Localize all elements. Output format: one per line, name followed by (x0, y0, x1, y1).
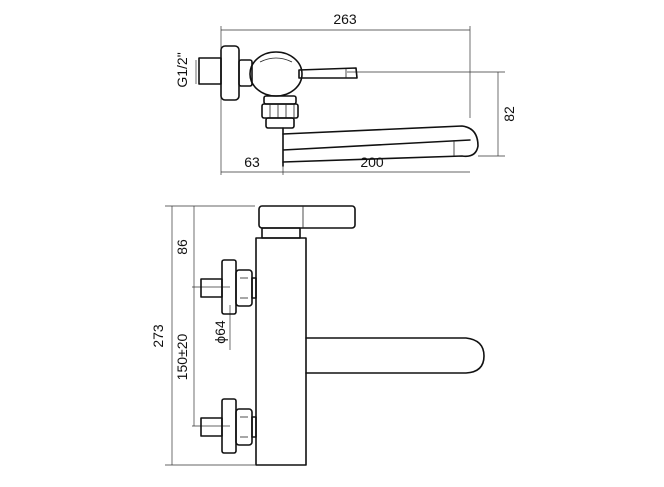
dim-diameter-label: ϕ64 (212, 320, 228, 344)
dim-top-label: 86 (174, 239, 190, 255)
dim-total-width-label: 263 (333, 11, 357, 27)
dim-total-height-label: 273 (150, 324, 166, 348)
side-view: 273 86 150±20 ϕ64 (150, 205, 485, 466)
top-view: 263 82 63 200 G1/2" (174, 11, 517, 175)
dim-center-label: 150±20 (174, 333, 190, 380)
dim-height-label: 82 (501, 106, 517, 122)
dim-offset-label: 63 (244, 154, 260, 170)
thread-label: G1/2" (174, 52, 190, 87)
dim-spout-label: 200 (360, 154, 384, 170)
